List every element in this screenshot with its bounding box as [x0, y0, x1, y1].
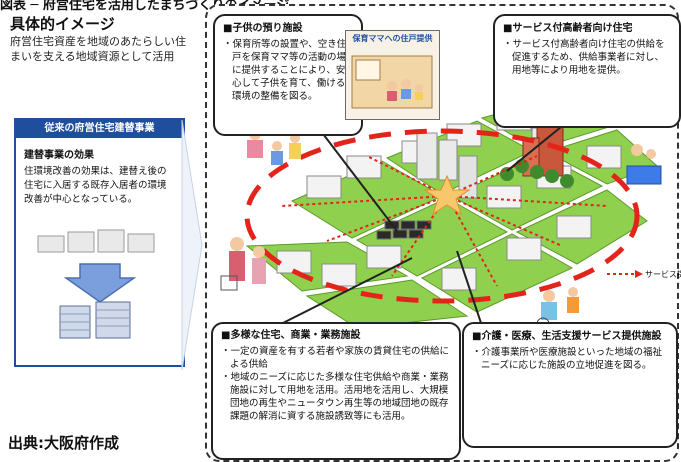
childcare-callout: ■子供の預り施設 ・保育所等の設置や、空き住戸を保育ママ等の活動の場に提供するこ… — [213, 14, 363, 136]
diverse-housing-callout: ■多様な住宅、商業・業務施設 ・一定の資産を有する若者や家族の賃貸住宅の供給によ… — [211, 322, 461, 460]
conventional-card-header: 従来の府営住宅建替事業 — [16, 120, 183, 138]
chevron-right-icon — [181, 120, 203, 370]
elderly-title: ■サービス付高齢者向け住宅 — [503, 23, 633, 34]
new-apartments-icon — [59, 301, 131, 339]
transformation-arrow-icon — [63, 263, 137, 303]
conventional-card-text: 住環境改善の効果は、建替え後の住宅に入居する既存入居者の環境改善が中心となってい… — [24, 166, 167, 205]
diverse-title: ■多様な住宅、商業・業務施設 — [221, 330, 361, 341]
childcare-title: ■子供の預り施設 — [223, 23, 303, 34]
callout-lines — [276, 117, 573, 327]
diverse-item-1: ・一定の資産を有する若者や家族の賃貸住宅の供給による供給 — [221, 346, 450, 370]
care-title: ■介護・医療、生活支援サービス提供施設 — [472, 331, 662, 342]
diverse-item-2: ・地域のニーズに応じた多様な住宅供給や商業・業務施設に対して用地を活用。活用地を… — [221, 372, 449, 422]
conventional-project-card: 従来の府営住宅建替事業 建替事業の効果 住環境改善の効果は、建替え後の住宅に入居… — [14, 118, 185, 367]
town-illustration — [220, 95, 662, 331]
inset-label: 保育ママへの住戸提供 — [352, 34, 433, 43]
service-legend-label: サービス提供 — [645, 270, 681, 279]
concept-title: 具体的イメージ — [10, 15, 115, 33]
childcare-item: ・保育所等の設置や、空き住戸を保育ママ等の活動の場に提供することにより、安心して… — [223, 39, 347, 102]
conventional-card-subtitle: 建替事業の効果 — [24, 150, 94, 161]
childcare-room-image: 保育ママへの住戸提供 — [345, 30, 440, 120]
care-services-callout: ■介護・医療、生活支援サービス提供施設 ・介護事業所や医療施設といった地域の福祉… — [462, 322, 678, 448]
elderly-housing-callout: ■サービス付高齢者向け住宅 ・サービス付高齢者向け住宅の供給を促進するため、供給… — [493, 14, 681, 128]
service-area-ellipse — [244, 128, 640, 304]
bath-care-icon — [626, 144, 662, 185]
hub-burst-icon — [423, 174, 471, 216]
source-note: 出典:大阪府作成 — [8, 434, 119, 452]
rebuild-illustration — [37, 229, 155, 339]
old-apartments-icon — [37, 229, 155, 253]
concept-subtitle: 府営住宅資産を地域のあたらしい住まいを支える地域資源として活用 — [10, 35, 186, 63]
childcare-room-icon — [351, 55, 433, 109]
tree-icons — [500, 159, 574, 188]
care-item: ・介護事業所や医療施設といった地域の福祉ニーズに応じた施設の立地促進を図る。 — [472, 347, 663, 371]
service-legend — [607, 270, 643, 278]
elderly-couple-icon — [220, 237, 266, 291]
elderly-item: ・サービス付高齢者向け住宅の供給を促進するため、供給事業者に対し、用地等により用… — [503, 39, 665, 76]
